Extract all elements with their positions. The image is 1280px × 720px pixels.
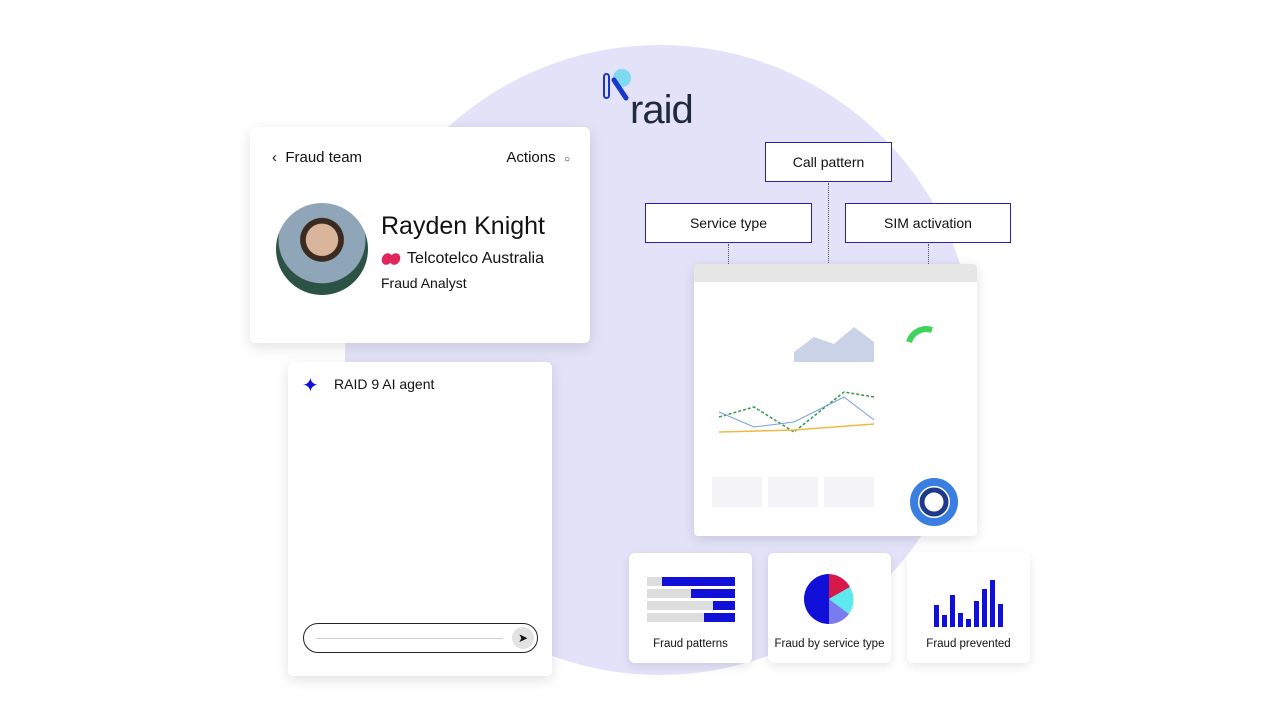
profile-card: ‹ Fraud team Actions ○ Rayden Knight Tel…: [250, 127, 590, 343]
connector: [828, 183, 829, 263]
raid-logo-icon: [603, 69, 631, 101]
company-logo-icon: [381, 253, 401, 265]
column-chart-icon: [934, 580, 1003, 627]
profile-name: Rayden Knight: [381, 212, 546, 240]
ai-agent-panel: ✦ RAID 9 AI agent ➤: [288, 362, 552, 676]
chat-input[interactable]: ➤: [303, 623, 538, 653]
dashboard-screenshot: [694, 264, 977, 536]
bar-chart-icon: [647, 577, 735, 622]
dashboard-preview: [712, 326, 958, 526]
sparkle-icon: ✦: [302, 375, 319, 397]
avatar: [276, 203, 368, 295]
send-icon[interactable]: ➤: [512, 627, 534, 649]
back-button[interactable]: ‹ Fraud team: [272, 149, 363, 166]
connector: [728, 244, 729, 264]
connector: [928, 244, 929, 264]
actions-button[interactable]: Actions ○: [506, 149, 570, 166]
service-type-box: Service type: [645, 203, 812, 243]
circle-icon: ○: [563, 154, 570, 165]
raid-logo: raid: [600, 68, 710, 132]
company: Telcotelco Australia: [381, 250, 544, 268]
chevron-left-icon: ‹: [272, 149, 277, 166]
agent-title: RAID 9 AI agent: [334, 376, 435, 392]
pie-chart-icon: [804, 574, 854, 624]
fraud-prevented-tile[interactable]: Fraud prevented: [907, 553, 1030, 663]
fraud-by-service-type-tile[interactable]: Fraud by service type: [768, 553, 891, 663]
fraud-patterns-tile[interactable]: Fraud patterns: [629, 553, 752, 663]
profile-role: Fraud Analyst: [381, 275, 467, 291]
call-pattern-box: Call pattern: [765, 142, 892, 182]
sim-activation-box: SIM activation: [845, 203, 1011, 243]
